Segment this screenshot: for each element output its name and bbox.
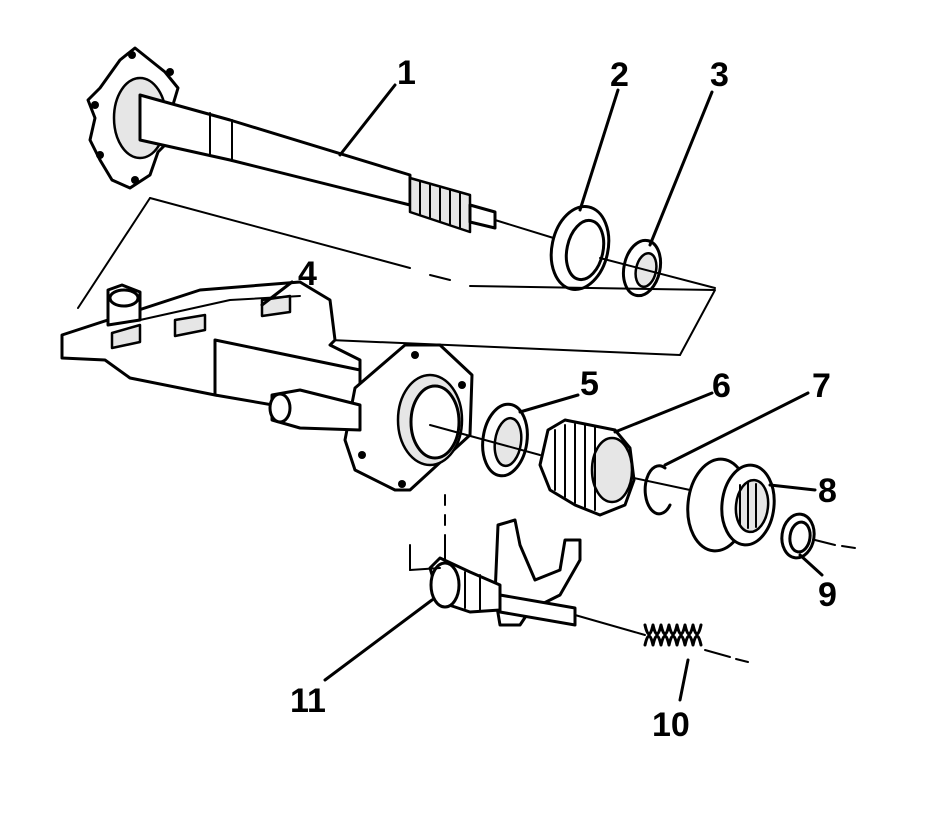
leader-3	[648, 90, 714, 247]
leader-11	[323, 598, 434, 682]
part-4-extension-housing	[60, 280, 474, 492]
callouts: 1 2 3 4 5 6 7 8 9 10 11	[290, 54, 837, 744]
callout-2: 2	[610, 56, 629, 94]
leader-5	[518, 393, 580, 414]
part-10-spring	[574, 614, 749, 663]
callout-9: 9	[818, 576, 837, 614]
callout-3: 3	[710, 56, 729, 94]
leader-6	[613, 391, 714, 434]
part-9-retaining-ring	[780, 512, 856, 560]
leader-1	[338, 83, 397, 157]
callout-1: 1	[397, 54, 416, 92]
callout-8: 8	[818, 472, 837, 510]
callout-10: 10	[652, 706, 690, 744]
callout-5: 5	[580, 365, 599, 403]
callout-4: 4	[298, 255, 317, 293]
leader-4	[260, 280, 294, 307]
leader-8	[768, 483, 817, 492]
leader-lines	[260, 83, 824, 702]
leader-7	[663, 391, 810, 467]
part-3-bearing	[599, 238, 716, 298]
callout-6: 6	[712, 367, 731, 405]
callout-11: 11	[290, 682, 326, 720]
part-2-seal	[549, 205, 611, 291]
leader-2	[578, 88, 620, 212]
part-8-needle-bearing	[686, 457, 776, 553]
part-7-snap-ring	[633, 464, 691, 516]
leader-10	[678, 658, 690, 702]
leader-9	[798, 553, 824, 577]
part-6-gear	[429, 418, 636, 517]
part-5-washer	[481, 402, 529, 478]
assembly-frame-lines	[77, 197, 716, 356]
callout-7: 7	[812, 367, 831, 405]
part-1-output-shaft	[86, 46, 561, 241]
part-11-shift-fork	[409, 494, 582, 627]
